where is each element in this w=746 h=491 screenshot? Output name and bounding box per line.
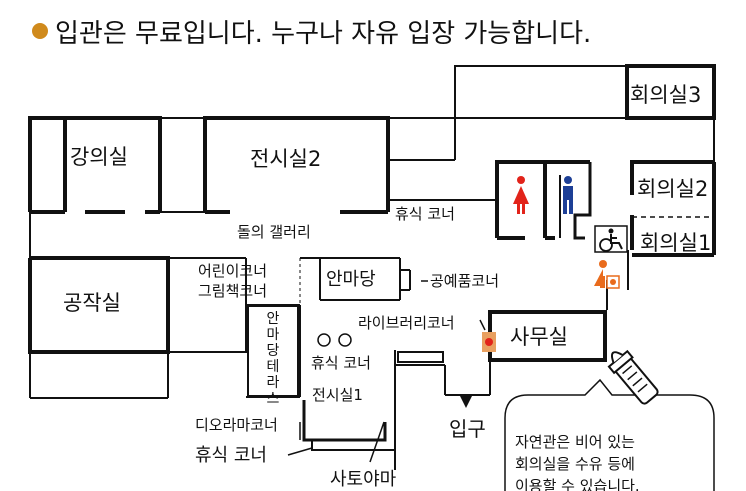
room-conference3 <box>625 64 716 120</box>
label-kids-corner: 어린이코너 <box>198 262 267 280</box>
men-toilet-icon <box>563 176 573 214</box>
label-entrance: 입구 <box>449 417 486 441</box>
rest-chair <box>317 333 331 347</box>
label-library-corner: 라이브러리코너 <box>358 314 455 332</box>
label-satoyama: 사토야마 <box>330 469 397 490</box>
label-exhibition2: 전시실2 <box>250 147 321 171</box>
label-craft-corner: 공예품코너 <box>430 272 499 290</box>
label-lecture: 강의실 <box>70 145 128 169</box>
bubble-line2: 회의실을 수유 등에 <box>515 455 635 473</box>
label-courtyard: 안마당 <box>326 269 376 290</box>
entrance-arrow-icon <box>460 396 472 408</box>
label-workshop: 공작실 <box>63 291 121 315</box>
nursing-staff-icon <box>594 260 620 289</box>
walls <box>28 64 716 470</box>
label-rest-corner-bottom: 휴식 코너 <box>195 445 267 466</box>
fire-extinguisher-icon <box>482 332 496 352</box>
baby-bottle-icon <box>607 349 659 405</box>
info-bubble <box>504 378 715 491</box>
label-conference1: 회의실1 <box>640 231 711 255</box>
rest-chair <box>338 333 352 347</box>
wheelchair-icon <box>594 225 628 253</box>
women-toilet-icon <box>513 176 529 214</box>
label-rest-corner-mid: 휴식 코너 <box>311 354 371 372</box>
bubble-line3: 이용할 수 있습니다. <box>515 477 640 491</box>
notice-text: 입관은 무료입니다. 누구나 자유 입장 가능합니다. <box>55 19 591 49</box>
bubble-line1: 자연관은 비어 있는 <box>515 433 635 451</box>
label-stone-gallery: 돌의 갤러리 <box>237 223 311 241</box>
label-rest-corner-top: 휴식 코너 <box>395 205 455 223</box>
label-picturebook-corner: 그림책코너 <box>198 282 267 300</box>
label-office: 사무실 <box>510 325 568 349</box>
label-conference2: 회의실2 <box>637 177 708 201</box>
label-conference3: 회의실3 <box>630 83 701 107</box>
label-exhibition1: 전시실1 <box>312 386 363 404</box>
label-diorama-corner: 디오라마코너 <box>195 416 278 434</box>
notice-bullet <box>32 23 48 39</box>
